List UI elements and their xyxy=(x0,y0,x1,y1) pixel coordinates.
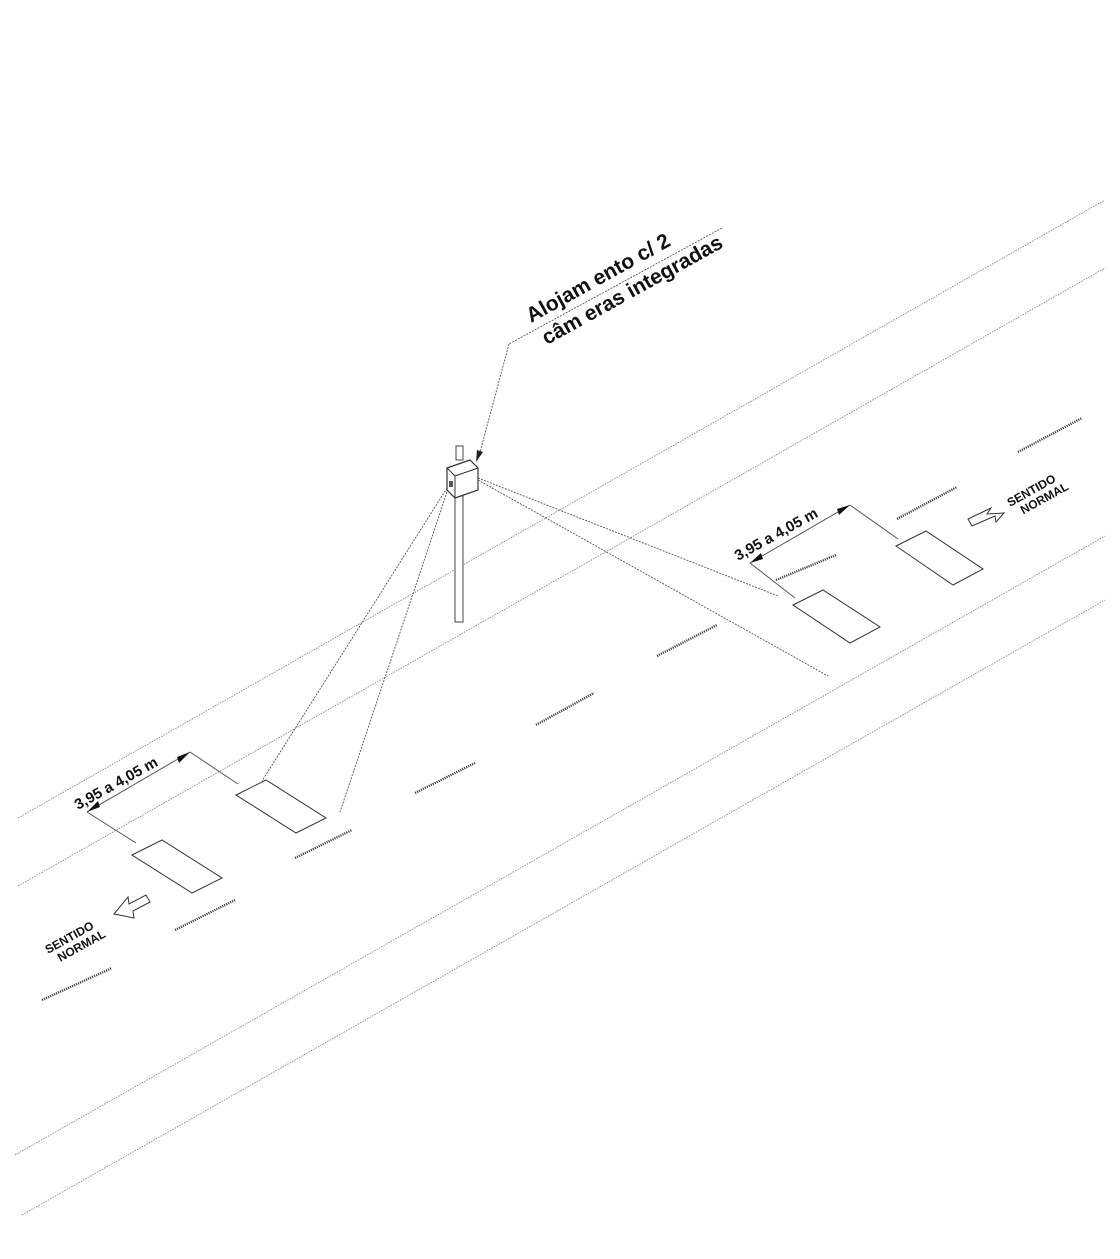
lane-dash xyxy=(414,761,476,795)
extension-line xyxy=(86,811,137,844)
camera-lens-icon xyxy=(449,481,453,487)
dimension-arrow-icon xyxy=(837,505,850,515)
road-edges xyxy=(14,199,1106,1216)
arrow-right-icon xyxy=(967,506,1006,527)
road-edge-line-1 xyxy=(17,199,1106,819)
sensor-pad xyxy=(234,779,328,834)
callout-leader xyxy=(476,227,723,462)
extension-line xyxy=(849,504,899,540)
sensor-pad xyxy=(895,530,984,586)
lane-dash xyxy=(294,828,353,860)
camera-housing-edge xyxy=(454,467,479,477)
dimension-arrow-icon xyxy=(750,553,763,563)
camera-ray xyxy=(339,491,448,813)
lane-dash xyxy=(896,485,958,521)
dimension-arrow-icon xyxy=(87,801,100,812)
dimension-line xyxy=(749,504,851,564)
direction-right: SENTIDO NORMAL xyxy=(967,472,1071,527)
arrow-left-icon xyxy=(113,894,151,919)
camera-housing-edge xyxy=(446,467,456,477)
sensor-pads-left xyxy=(130,779,328,894)
sensor-pads-right xyxy=(792,530,984,644)
camera-housing-icon xyxy=(446,459,479,499)
lane-dash xyxy=(41,966,113,1002)
dimension-line xyxy=(86,751,191,813)
lane-dash xyxy=(535,691,595,727)
camera-ray xyxy=(261,487,448,782)
dimension-arrow-icon xyxy=(177,752,190,763)
leader-line xyxy=(478,343,510,457)
measurement-left: 3,95 a 4,05 m xyxy=(72,751,239,844)
sensor-pad xyxy=(792,589,881,644)
camera-pole-assembly xyxy=(446,445,479,623)
measure-right-label: 3,95 a 4,05 m xyxy=(732,505,821,565)
leader-arrowhead-icon xyxy=(476,450,483,462)
measurement-right: 3,95 a 4,05 m xyxy=(732,504,899,599)
callout-label: Alojam ento c/ 2 câm eras integradas xyxy=(522,229,727,349)
camera-ray xyxy=(477,477,779,597)
extension-line xyxy=(189,751,239,785)
extension-line xyxy=(749,562,796,599)
road-edge-line-2 xyxy=(17,267,1106,887)
camera-ray xyxy=(477,479,829,677)
lane-markings xyxy=(41,416,1083,1002)
leader-line xyxy=(508,227,723,345)
lane-dash xyxy=(775,553,837,582)
sensor-pad xyxy=(130,839,224,894)
lane-dash xyxy=(1017,416,1083,454)
measure-left-label: 3,95 a 4,05 m xyxy=(72,754,161,814)
road-edge-line-4 xyxy=(21,599,1106,1216)
road-edge-line-3 xyxy=(14,535,1106,1156)
pole xyxy=(454,495,464,623)
camera-rays xyxy=(261,477,829,813)
pole-top xyxy=(455,445,464,461)
lane-dash xyxy=(174,898,236,932)
direction-left: SENTIDO NORMAL xyxy=(43,894,151,965)
lane-dash xyxy=(656,623,718,658)
